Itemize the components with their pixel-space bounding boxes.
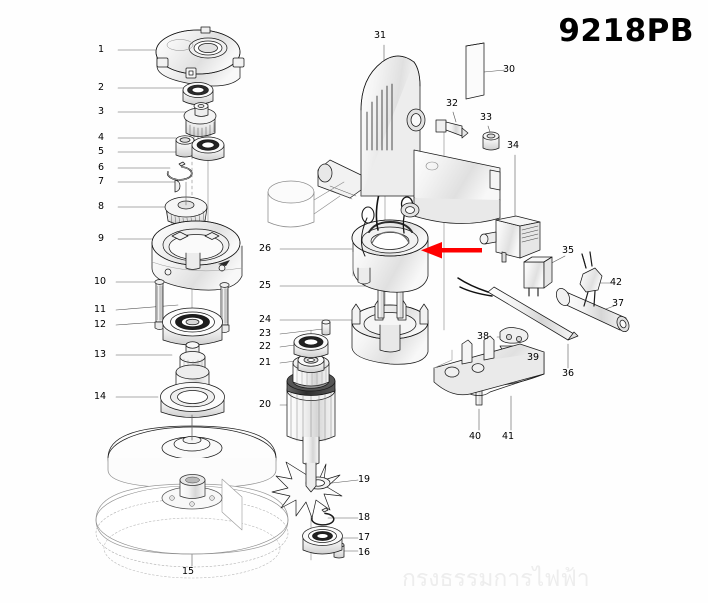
callout-number-22: 22 [259,341,272,352]
callout-number-25: 25 [259,280,272,291]
callout-number-40: 40 [469,431,482,442]
callout-number-10: 10 [94,276,107,287]
callout-number-12: 12 [94,319,107,330]
callout-number-26: 26 [259,243,272,254]
part-41-handle-cover [433,335,545,396]
page-title: 9218PB [558,13,694,49]
callout-number-3: 3 [98,106,105,117]
callout-number-18: 18 [358,512,371,523]
callout-number-16: 16 [358,547,371,558]
callout-number-6: 6 [98,162,105,173]
callout-number-33: 33 [480,112,493,123]
callout-number-13: 13 [94,349,107,360]
part-37-cord-sleeve [555,288,630,332]
callout-number-34: 34 [507,140,520,151]
callout-number-35: 35 [562,245,575,256]
callout-number-24: 24 [259,314,272,325]
callout-number-32: 32 [446,98,459,109]
callout-number-14: 14 [94,391,107,402]
part-42-terminal-connector [579,251,603,307]
part-24-bearing-retainer [351,298,429,365]
callout-number-19: 19 [358,474,371,485]
part-10-hex-socket-bolt [154,279,230,333]
part-38-cord-clamp [499,327,529,344]
callout-number-7: 7 [98,176,105,187]
callout-number-23: 23 [259,328,272,339]
part-4-spacer-bushing [175,135,195,158]
watermark-text: กรงธรรมการไฟฟ้า [402,566,590,592]
callout-number-31: 31 [374,30,387,41]
part-6-retaining-ring [166,161,193,181]
part-15-sanding-pad-assembly [95,414,289,579]
callout-number-17: 17 [358,532,371,543]
part-7-woodruff-key [174,179,181,193]
highlight-arrow [421,242,482,259]
callout-number-38: 38 [477,331,490,342]
part-32-screw [435,119,469,139]
callout-number-30: 30 [503,64,516,75]
callout-number-39: 39 [527,352,540,363]
callout-number-41: 41 [502,431,515,442]
part-30-nameplate [465,42,485,100]
callout-number-20: 20 [259,399,272,410]
part-26-field-stator [351,179,429,293]
part-9-gear-housing [151,220,243,291]
part-36-power-cord [457,277,579,341]
part-23-pin [321,319,331,336]
leader-lines-left [115,49,201,567]
part-5-ball-bearing [191,136,225,161]
part-22-ball-bearing [293,333,329,358]
callout-number-36: 36 [562,368,575,379]
callout-number-42: 42 [610,277,623,288]
part-18-retaining-ring [311,507,335,526]
part-17-ball-bearing [302,526,343,555]
callout-number-9: 9 [98,233,105,244]
part-3-bevel-gear [183,102,217,148]
callout-number-2: 2 [98,82,105,93]
callout-number-4: 4 [98,132,105,143]
part-14-spindle-bearing [160,382,225,418]
part-31-motor-housing [267,55,501,257]
callout-number-5: 5 [98,146,105,157]
callout-number-21: 21 [259,357,272,368]
part-34-switch [479,215,541,263]
callout-number-8: 8 [98,201,105,212]
callout-number-11: 11 [94,304,107,315]
part-33-bushing [482,131,500,151]
part-12-ball-bearing [162,307,223,346]
part-35-capacitor [523,256,553,297]
callout-number-1: 1 [98,44,105,55]
part-1-gear-housing-cover [155,26,245,87]
callout-number-15: 15 [182,566,195,577]
callout-number-37: 37 [612,298,625,309]
part-2-ball-bearing [182,82,214,105]
